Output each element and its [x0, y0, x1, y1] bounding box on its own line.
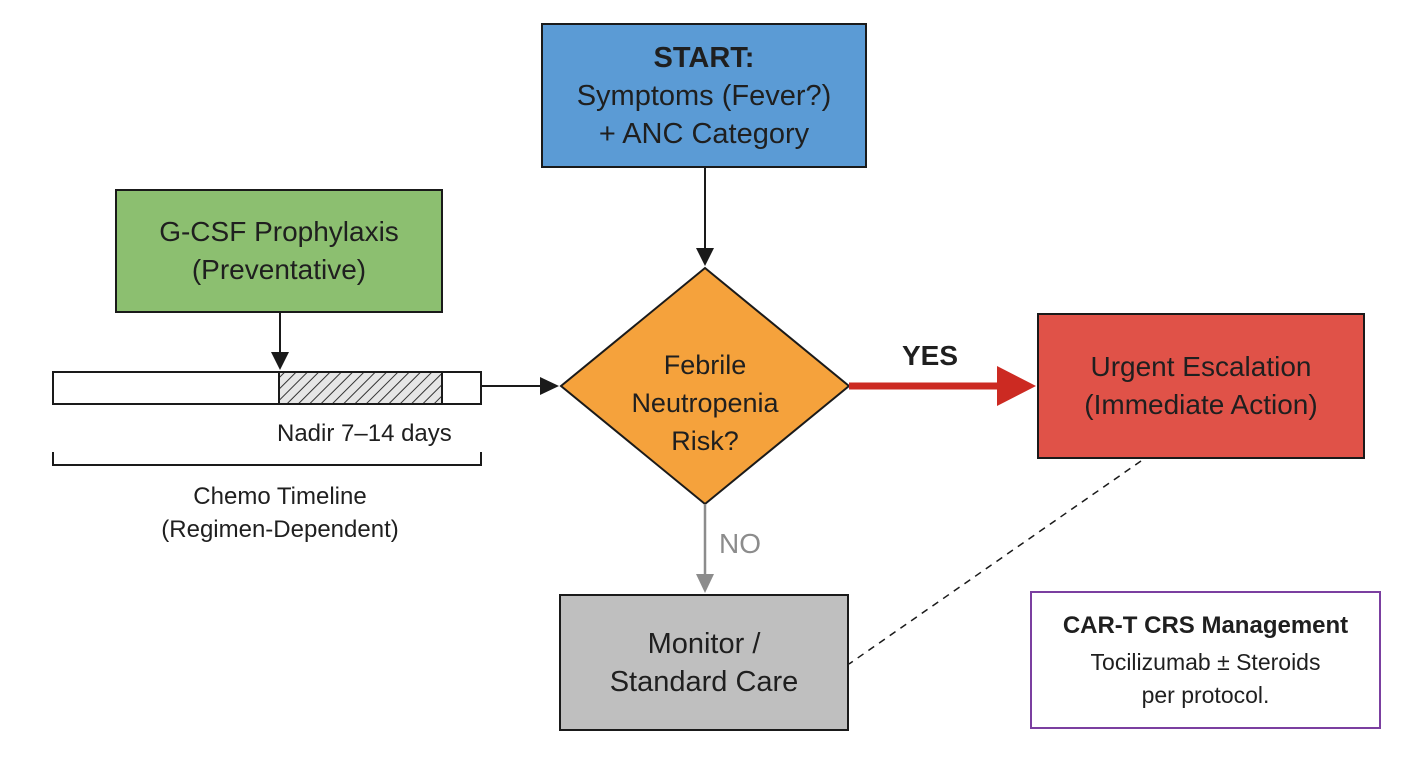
arrowhead-no — [696, 574, 714, 593]
arrowhead-yes — [997, 366, 1036, 406]
gcsf-node-line2: (Preventative) — [191, 254, 367, 285]
nadir-label: Nadir 7–14 days — [277, 420, 452, 447]
timeline-nadir-segment — [278, 371, 443, 405]
monitor-standard-care-node: Monitor / Standard Care — [559, 594, 849, 731]
decision-line1: Febrile — [663, 350, 747, 380]
start-node-title: START: — [653, 41, 755, 74]
start-node-line1: Symptoms (Fever?) — [576, 79, 832, 112]
arrowhead-timeline-to-decision — [540, 377, 559, 395]
cart-node-title: CAR-T CRS Management — [1062, 611, 1349, 639]
arrowhead-gcsf-to-timeline — [271, 352, 289, 370]
timeline-bracket — [52, 452, 482, 466]
decision-label: Febrile Neutropenia Risk? — [600, 333, 810, 473]
decision-line3: Risk? — [671, 426, 739, 456]
yes-edge-label: YES — [902, 340, 959, 371]
start-node-line2: + ANC Category — [598, 117, 810, 150]
decision-line2: Neutropenia — [631, 388, 779, 418]
monitor-node-line2: Standard Care — [609, 665, 799, 698]
urgent-node-line2: (Immediate Action) — [1084, 389, 1318, 420]
chemo-timeline-label: Chemo Timeline (Regimen-Dependent) — [115, 480, 445, 546]
urgent-node-line1: Urgent Escalation — [1090, 351, 1312, 382]
arrowhead-start-to-decision — [696, 248, 714, 266]
gcsf-prophylaxis-node: G-CSF Prophylaxis (Preventative) — [115, 189, 443, 313]
chemo-timeline-label-line1: Chemo Timeline — [193, 483, 367, 510]
cart-crs-management-node: CAR-T CRS Management Tocilizumab ± Stero… — [1030, 591, 1381, 729]
gcsf-node-line1: G-CSF Prophylaxis — [159, 216, 399, 247]
cart-node-line1: Tocilizumab ± Steroids — [1090, 648, 1321, 675]
chemo-timeline-label-line2: (Regimen-Dependent) — [161, 516, 399, 543]
no-edge-label: NO — [719, 528, 761, 559]
urgent-escalation-node: Urgent Escalation (Immediate Action) — [1037, 313, 1365, 459]
monitor-node-line1: Monitor / — [647, 627, 761, 660]
start-node: START: Symptoms (Fever?) + ANC Category — [541, 23, 867, 168]
cart-node-line2: per protocol. — [1141, 681, 1270, 708]
